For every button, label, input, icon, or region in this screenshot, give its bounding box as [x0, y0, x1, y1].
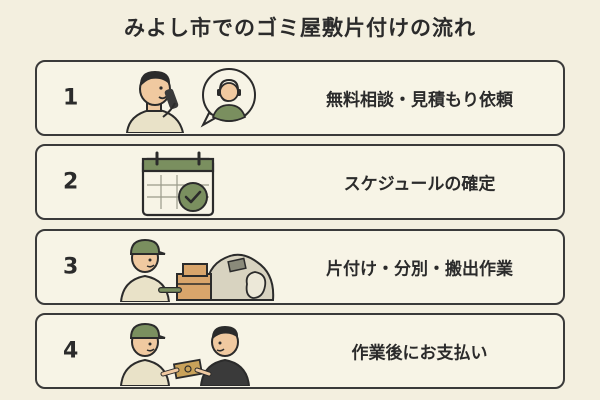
phone-call-icon — [125, 68, 256, 133]
step-number: 3 — [63, 254, 79, 280]
step-card-4: 4 作業後にお支払い — [35, 313, 565, 389]
payment-handover-icon — [119, 322, 251, 386]
step-card-1: 1 無料相談・見積もり依頼 — [35, 60, 565, 136]
step-number: 2 — [63, 169, 79, 195]
step-card-3: 3 片付け・分別・搬出作業 — [35, 229, 565, 305]
step-card-2: 2 スケジュールの確定 — [35, 144, 565, 220]
step-number: 4 — [63, 338, 79, 364]
step-number: 1 — [63, 85, 79, 111]
step-label: 片付け・分別・搬出作業 — [326, 259, 513, 280]
step-label: 作業後にお支払い — [351, 343, 488, 364]
step-label: 無料相談・見積もり依頼 — [326, 90, 513, 111]
calendar-check-icon — [141, 151, 215, 217]
page-title: みよし市でのゴミ屋敷片付けの流れ — [124, 16, 476, 40]
worker-boxes-icon — [119, 238, 275, 302]
step-label: スケジュールの確定 — [343, 174, 496, 195]
